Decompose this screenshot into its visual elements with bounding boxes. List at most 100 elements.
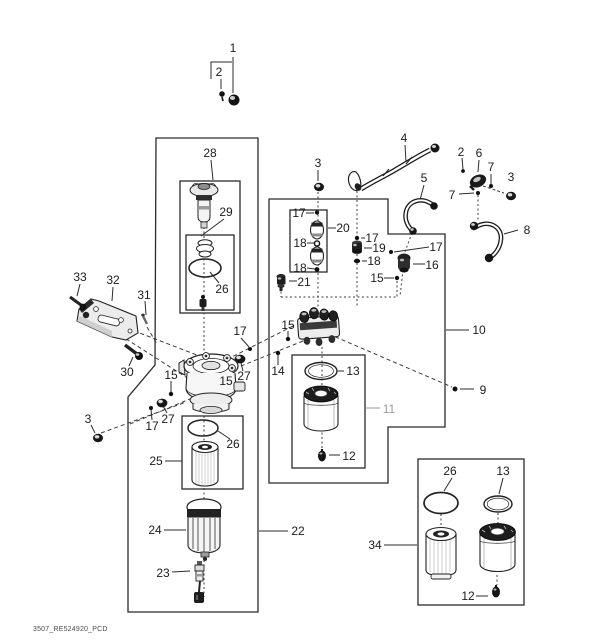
- callout-17e: 17: [145, 419, 159, 433]
- callout-21: 21: [297, 275, 311, 289]
- callout-26c: 26: [443, 464, 457, 478]
- figure-id-watermark: 3507_RE524920_PCD: [33, 626, 108, 633]
- fuel-manifold: [297, 307, 341, 346]
- callout-1: 1: [229, 41, 237, 55]
- hose-5: [403, 198, 438, 235]
- callout-7b: 7: [448, 188, 456, 202]
- callout-34: 34: [368, 538, 382, 552]
- callout-12b: 12: [461, 589, 475, 603]
- mounting-bracket-32: [76, 298, 139, 341]
- callout-18b: 18: [293, 261, 307, 275]
- bolt-1: [228, 94, 240, 106]
- washer-18-mid: [353, 258, 361, 264]
- callout-16: 16: [425, 258, 439, 272]
- callout-27b: 27: [161, 412, 175, 426]
- callout-20: 20: [336, 221, 350, 235]
- fitting-21: [276, 274, 286, 291]
- box-kit-29: [185, 234, 235, 311]
- washer-7a: [489, 184, 493, 188]
- callout-5: 5: [420, 171, 428, 185]
- o-ring-26-kit29: [188, 258, 222, 278]
- callout-33: 33: [73, 270, 87, 284]
- o-ring-26-box34: [423, 491, 459, 515]
- callout-13a: 13: [346, 364, 360, 378]
- washer-14: [275, 350, 281, 356]
- callout-9: 9: [479, 383, 487, 397]
- callout-23: 23: [156, 566, 170, 580]
- nut-27-right: [234, 354, 246, 364]
- bolt-33: [69, 295, 87, 311]
- callout-17b: 17: [365, 231, 379, 245]
- connector-19: [352, 240, 362, 254]
- washer-15-manifold: [285, 336, 291, 342]
- nut-3-mid: [314, 182, 324, 192]
- callout-18a: 18: [293, 236, 307, 250]
- callout-18c: 18: [367, 254, 381, 268]
- check-valve-6: [469, 174, 487, 191]
- washer-9: [452, 386, 458, 392]
- box-element-25: [181, 415, 244, 490]
- callout-11: 11: [382, 402, 396, 416]
- callout-26b: 26: [226, 437, 240, 451]
- fuel-line-4: [347, 143, 440, 192]
- leader-lines: [76, 57, 519, 597]
- callout-10: 10: [472, 323, 486, 337]
- filter-bowl-24: [186, 498, 222, 561]
- spin-on-filter-34: [479, 523, 516, 573]
- group-boxes: [127, 137, 525, 613]
- drain-plug-12-box34: [492, 585, 500, 598]
- filter-element-34: [425, 526, 457, 580]
- box-service-kit-34: [417, 458, 525, 606]
- box-valve-kit-20: [289, 209, 328, 273]
- washer-7b: [476, 191, 480, 195]
- washer-15-right: [394, 275, 400, 281]
- o-ring-13-box34: [483, 495, 513, 513]
- filter-element-25: [191, 440, 219, 487]
- washer-15-left: [168, 391, 174, 397]
- callout-19: 19: [372, 241, 386, 255]
- callout-22: 22: [291, 524, 305, 538]
- callout-8: 8: [523, 223, 531, 237]
- pin-31: [141, 313, 149, 325]
- box-lines-group-10: [268, 198, 446, 484]
- callout-13b: 13: [496, 464, 510, 478]
- connector-16: [397, 253, 411, 273]
- callout-2: 2: [215, 65, 223, 79]
- drain-plug-12-box11: [318, 449, 326, 462]
- callout-3-left: 3: [84, 412, 92, 426]
- screw-2-top: [219, 91, 225, 102]
- callout-15c: 15: [281, 318, 295, 332]
- callout-25: 25: [149, 454, 163, 468]
- callout-15a: 15: [164, 368, 178, 382]
- hose-8: [469, 221, 504, 263]
- washer-17-right: [389, 250, 393, 254]
- nut-3-right: [506, 191, 516, 201]
- callout-3-mid: 3: [314, 156, 322, 170]
- primer-pump-28: [189, 182, 219, 229]
- box-primer-28: [179, 180, 241, 314]
- box-filter-11: [291, 354, 366, 469]
- callout-15d: 15: [370, 271, 384, 285]
- o-ring-13-box11: [304, 361, 338, 381]
- washer-17-low: [149, 406, 153, 410]
- callout-3-right: 3: [507, 170, 515, 184]
- washer-17-head: [248, 347, 252, 351]
- box-filter-assembly-22: [127, 137, 259, 613]
- nut-3-left: [93, 433, 103, 443]
- callout-24: 24: [148, 523, 162, 537]
- o-ring-26-kit25: [187, 419, 219, 437]
- filter-head: [178, 352, 246, 414]
- callout-27a: 27: [237, 369, 251, 383]
- callout-17c: 17: [429, 240, 443, 254]
- callout-17a: 17: [292, 206, 306, 220]
- callout-6: 6: [475, 146, 483, 160]
- callout-17d: 17: [233, 324, 247, 338]
- callout-29: 29: [219, 205, 233, 219]
- callout-14: 14: [271, 364, 285, 378]
- callout-2b: 2: [457, 145, 465, 159]
- grommet-stack-26: [196, 239, 214, 258]
- bleed-valve: [199, 295, 207, 311]
- callout-32: 32: [106, 273, 120, 287]
